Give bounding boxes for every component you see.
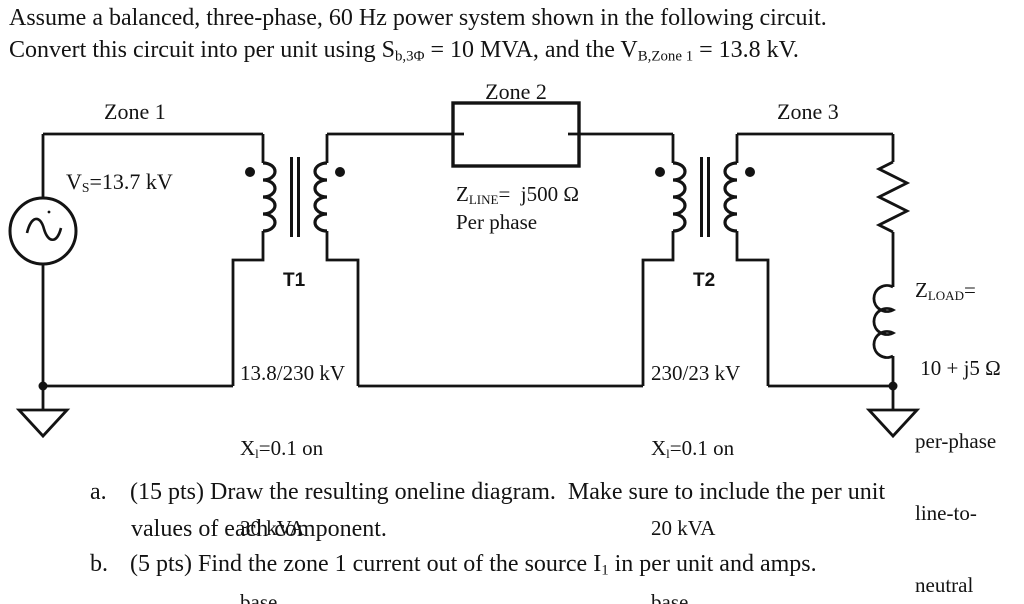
- zload-value: 10 + j5 Ω: [915, 356, 1001, 381]
- vs-subscript: S: [81, 180, 90, 195]
- question-b-line: (5 pts) Find the zone 1 current out of t…: [130, 551, 817, 579]
- transformer-t2-name: T2: [693, 270, 716, 291]
- load-branch: [872, 134, 911, 386]
- wires: [41, 132, 893, 388]
- zload-line-to: line-to-: [915, 500, 977, 525]
- line-impedance-box: [451, 101, 581, 168]
- zload-per-phase: per-phase: [915, 428, 997, 453]
- line-impedance-label: ZLINE= j500 Ω: [456, 182, 580, 207]
- xl-subscript: l: [255, 445, 259, 461]
- xl-subscript: l: [666, 445, 670, 461]
- t2-voltage-rating: 230/23 kV: [651, 361, 741, 386]
- zone-1-label: Zone 1: [104, 99, 166, 124]
- zload-neutral: neutral: [915, 573, 974, 598]
- problem-statement-line-2: Convert this circuit into per unit using…: [9, 37, 799, 65]
- transformer-t1-name: T1: [283, 270, 306, 291]
- ground-left-icon: [17, 386, 69, 438]
- question-b-marker: b.: [90, 551, 108, 577]
- line-impedance-per-phase: Per phase: [456, 210, 538, 234]
- t2-base-word: base: [651, 589, 689, 604]
- statement-text: = 10 MVA, and the V: [424, 37, 638, 63]
- transformer-t1-ratings: 13.8/230 kV Xl=0.1 on 30 kVA base: [240, 312, 345, 604]
- statement-text: Convert this circuit into per unit using…: [9, 37, 395, 63]
- zline-subscript: LINE: [468, 191, 499, 207]
- t2-power-base: 20 kVA: [651, 515, 716, 540]
- ac-source-icon: [8, 196, 78, 266]
- zone-2-label: Zone 2: [485, 79, 547, 104]
- junction-dot-left: [38, 381, 48, 391]
- t2-reactance-rating: Xl=0.1 on: [651, 435, 735, 461]
- t1-reactance-rating: Xl=0.1 on: [240, 435, 324, 461]
- v-base-subscript: B,Zone 1: [637, 48, 694, 65]
- t1-voltage-rating: 13.8/230 kV: [240, 361, 345, 386]
- question-a-line2: values of each component.: [131, 516, 387, 542]
- inductor-icon: [872, 284, 897, 359]
- junction-dot-right: [888, 381, 898, 391]
- load-impedance-label: ZLOAD= 10 + j5 Ω per-phase line-to- neut…: [915, 230, 1001, 604]
- s-base-subscript: b,3Φ: [394, 48, 425, 65]
- ground-right-icon: [867, 386, 919, 438]
- sine-wave-glyph: [25, 217, 63, 241]
- zload-subscript: LOAD: [927, 288, 964, 304]
- transformer-t2-ratings: 230/23 kV Xl=0.1 on 20 kVA base: [651, 312, 740, 604]
- question-a-marker: a.: [90, 479, 107, 505]
- zone-3-label: Zone 3: [777, 99, 839, 124]
- statement-text: = 13.8 kV.: [693, 37, 799, 63]
- resistor-icon: [875, 160, 911, 234]
- i1-subscript: 1: [601, 562, 609, 579]
- zload-symbol: ZLOAD=: [915, 278, 976, 304]
- source-voltage-label: VS=13.7 kV: [66, 169, 173, 195]
- t1-power-base: 30 kVA: [240, 515, 305, 540]
- scan-speck: [47, 210, 51, 214]
- question-a-line1: (15 pts) Draw the resulting oneline diag…: [130, 479, 886, 505]
- t1-base-word: base: [240, 589, 278, 604]
- problem-statement-line-1: Assume a balanced, three-phase, 60 Hz po…: [9, 5, 827, 31]
